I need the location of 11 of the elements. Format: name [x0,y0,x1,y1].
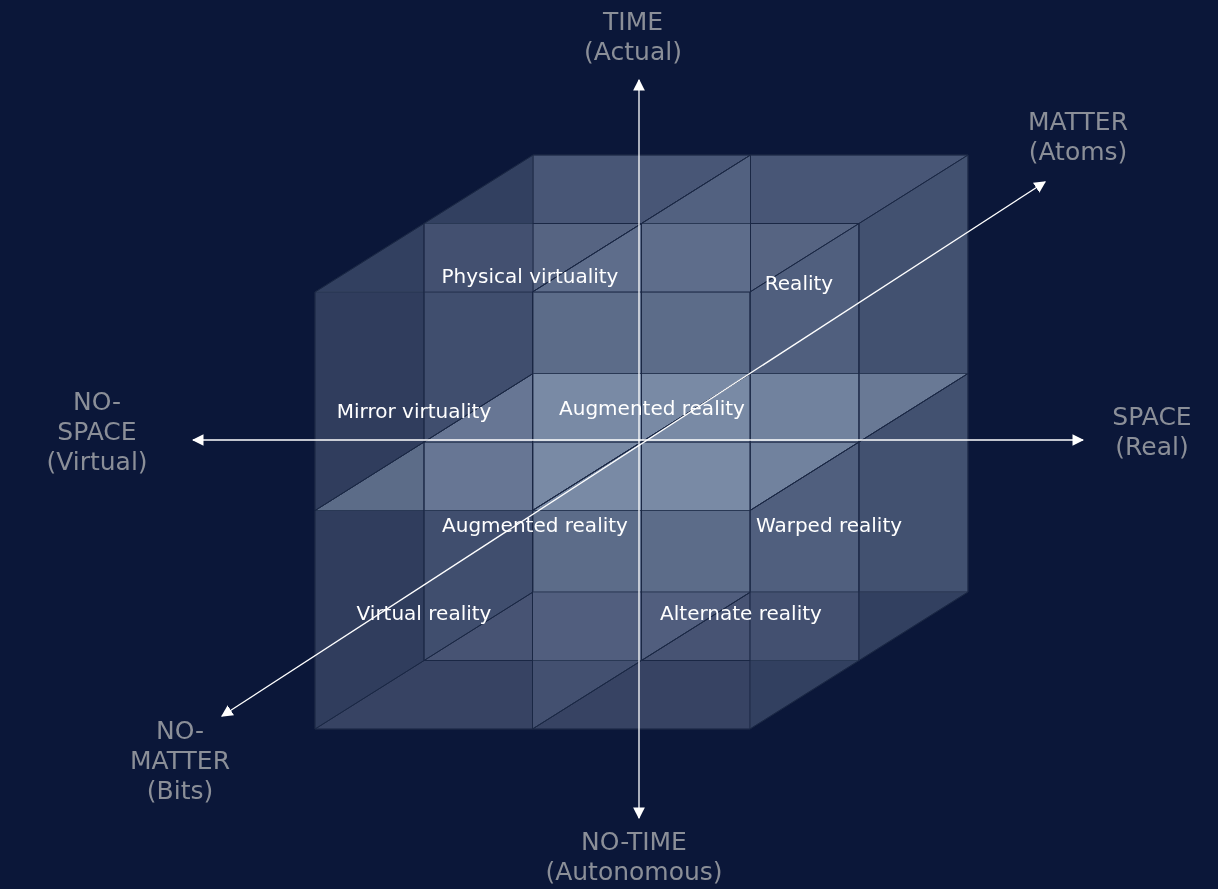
region-label: Warped reality [755,513,903,537]
region-label: Mirror virtuality [336,399,492,423]
region-label: Reality [764,271,834,295]
axis-label: NO-SPACE (Virtual) [46,387,148,477]
axis-label: NO-TIME (Autonomous) [545,827,723,887]
axis-label: MATTER (Atoms) [1028,107,1128,167]
axis-label: SPACE (Real) [1112,402,1192,462]
region-label: Physical virtuality [441,264,619,288]
axis-label: TIME (Actual) [584,7,682,67]
region-label: Alternate reality [660,601,822,625]
axis-label: NO-MATTER (Bits) [130,716,230,806]
